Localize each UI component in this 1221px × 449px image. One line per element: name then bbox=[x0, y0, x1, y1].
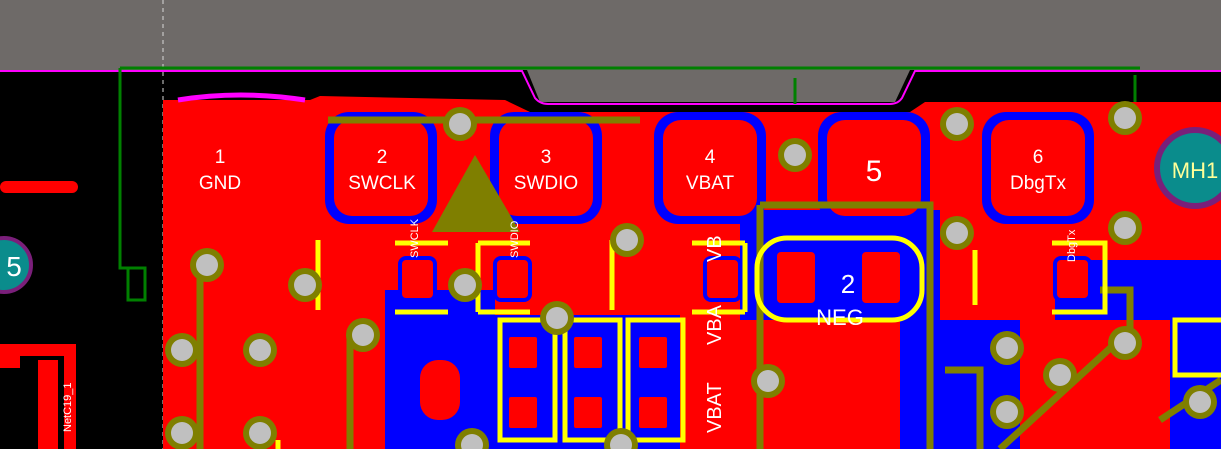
mounting-hole-label: MH1 bbox=[1172, 158, 1218, 183]
via-hole bbox=[1049, 364, 1071, 386]
via-hole bbox=[996, 401, 1018, 423]
via-hole bbox=[461, 434, 483, 449]
via-hole bbox=[454, 274, 476, 296]
pad-2-swclk[interactable] bbox=[325, 112, 437, 224]
via-hole bbox=[352, 324, 374, 346]
pad-6-name: DbgTx bbox=[1010, 173, 1066, 194]
via-hole bbox=[757, 370, 779, 392]
pad-6-number: 6 bbox=[1033, 147, 1044, 168]
silk-vbat-vertical: VBAT bbox=[704, 382, 726, 433]
silk-vb-vertical: VB bbox=[704, 235, 726, 262]
via-hole bbox=[946, 222, 968, 244]
via-hole bbox=[196, 254, 218, 276]
pad-3-swdio[interactable] bbox=[490, 112, 602, 224]
pad-2-name: SWCLK bbox=[348, 173, 416, 194]
silk-swdio-small: SWDIO bbox=[509, 220, 521, 258]
via-hole bbox=[1114, 107, 1136, 129]
via-hole bbox=[171, 422, 193, 444]
header-pads[interactable] bbox=[325, 112, 1094, 224]
left-hole-label: 5 bbox=[6, 251, 22, 282]
pad-1-name: GND bbox=[199, 173, 241, 194]
pad-4-name: VBAT bbox=[686, 173, 735, 194]
netc19-label: NetC19_1 bbox=[62, 382, 74, 432]
via-hole bbox=[946, 113, 968, 135]
pad-1-number: 1 bbox=[215, 147, 226, 168]
via-hole bbox=[294, 274, 316, 296]
via-hole bbox=[616, 229, 638, 251]
via-hole bbox=[1114, 217, 1136, 239]
pin-marker-triangle bbox=[432, 155, 520, 232]
pad-4-vbat[interactable] bbox=[654, 112, 766, 224]
silk-swclk-small: SWCLK bbox=[409, 218, 421, 258]
pad-5[interactable] bbox=[818, 112, 930, 224]
copper-edge-arc bbox=[177, 92, 306, 103]
mounting-hole-mh1[interactable] bbox=[1154, 127, 1221, 209]
chip-ref-label: NEG bbox=[816, 305, 864, 330]
left-trace-top bbox=[0, 181, 78, 193]
pad-3-name: SWDIO bbox=[514, 173, 578, 194]
chip-number-label: 2 bbox=[841, 269, 855, 299]
left-trace-bottom bbox=[0, 344, 76, 449]
silk-dbgtx-small: DbgTx bbox=[1066, 229, 1078, 262]
vias bbox=[165, 101, 1217, 449]
via-hole bbox=[1114, 332, 1136, 354]
pad-4-number: 4 bbox=[705, 147, 716, 168]
netc19-trace bbox=[38, 360, 58, 449]
smd-pads bbox=[398, 248, 1092, 432]
pad-5-number: 5 bbox=[866, 155, 883, 188]
pad-2-number: 2 bbox=[377, 147, 388, 168]
mechanical-region bbox=[0, 0, 1221, 70]
via-hole bbox=[249, 339, 271, 361]
via-hole bbox=[449, 113, 471, 135]
silk-vba-vertical: VBA bbox=[704, 304, 726, 345]
via-hole bbox=[1189, 391, 1211, 413]
pad-labels: 1 GND 2 SWCLK 3 SWDIO 4 VBAT 5 6 DbgTx bbox=[199, 147, 1067, 194]
silkscreen-outlines bbox=[275, 235, 1221, 449]
board-edge bbox=[0, 70, 1221, 105]
via-hole bbox=[249, 422, 271, 444]
connector-notch bbox=[527, 70, 910, 102]
via-hole bbox=[546, 307, 568, 329]
keepout-outline-left bbox=[118, 68, 147, 302]
via-hole bbox=[171, 339, 193, 361]
via-hole bbox=[784, 144, 806, 166]
rotated-silk-labels: SWCLK SWDIO DbgTx VBAT VBA VB bbox=[409, 218, 1078, 433]
left-mounting-hole bbox=[0, 236, 33, 294]
pad-6-dbgtx[interactable] bbox=[982, 112, 1094, 224]
via-hole bbox=[996, 337, 1018, 359]
pad-3-number: 3 bbox=[541, 147, 552, 168]
via-hole bbox=[610, 434, 632, 449]
